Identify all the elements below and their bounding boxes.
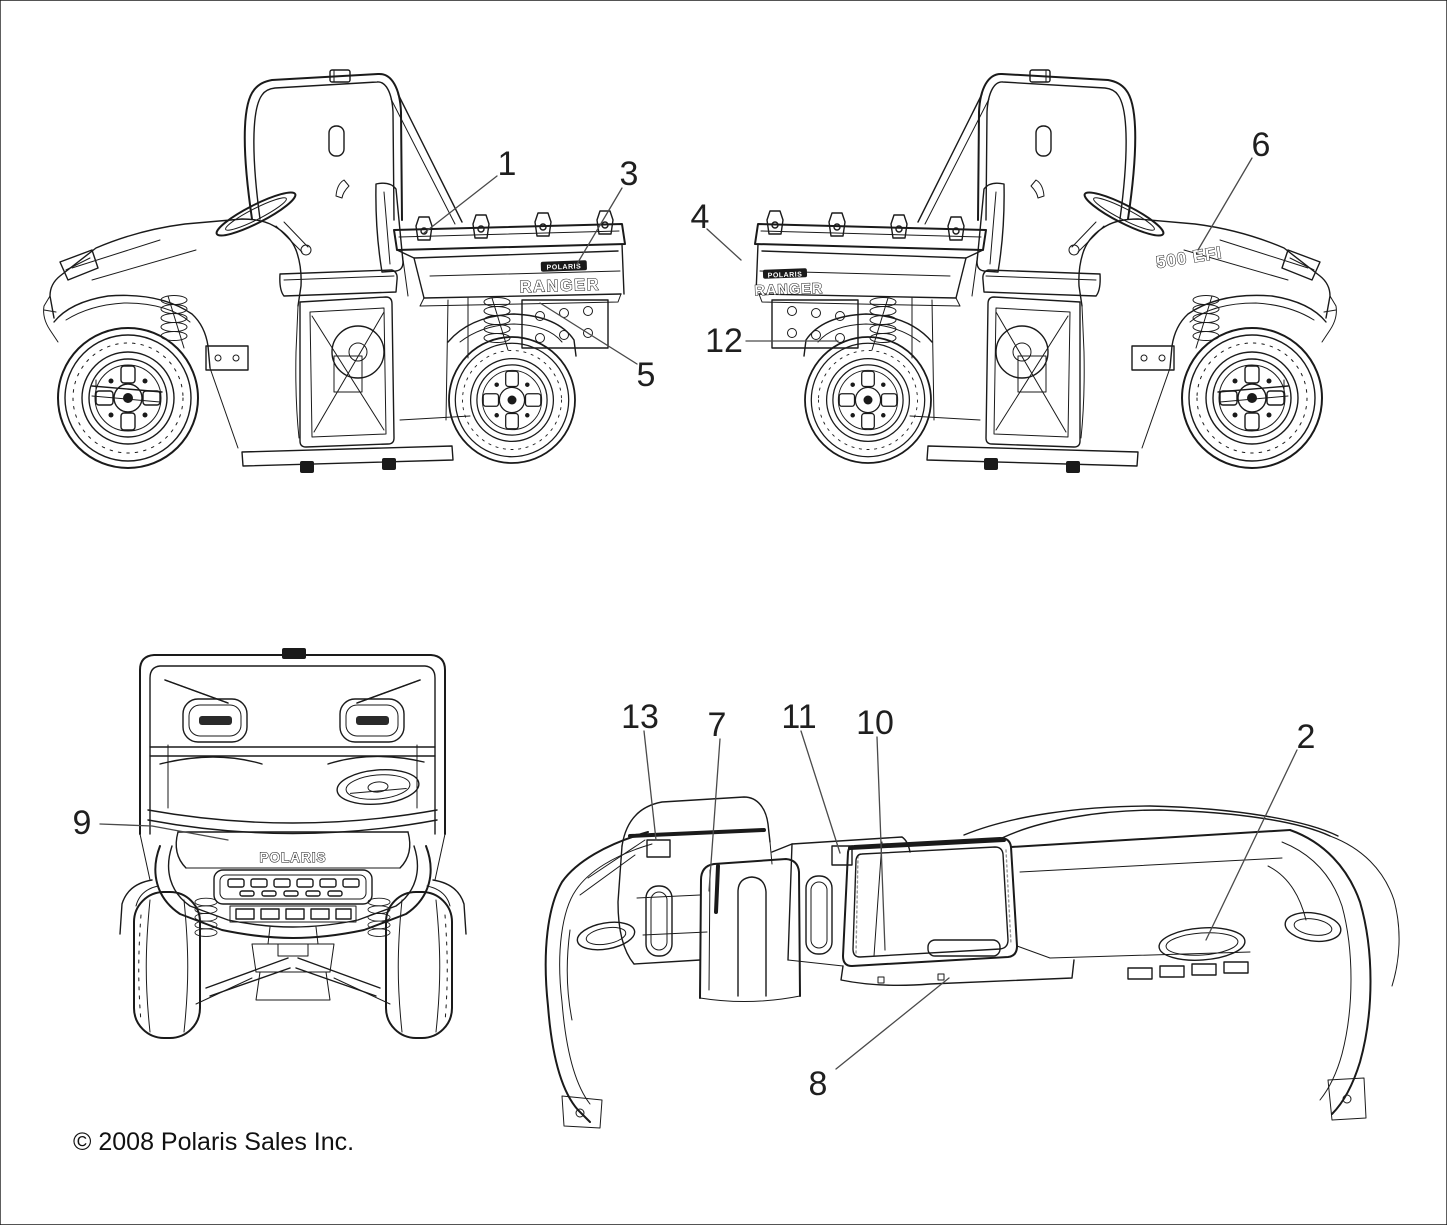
front-view-illustration <box>119 648 467 1039</box>
left-box-brand-text: POLARIS <box>546 263 581 271</box>
callouts: 1 3 5 4 6 12 9 13 <box>73 126 1316 1103</box>
decal-2-location <box>1158 927 1246 961</box>
decal-13-location <box>646 839 671 858</box>
front-hood-brand-decal: POLARIS <box>259 850 326 865</box>
callout-13[interactable]: 13 <box>621 698 659 841</box>
right-panel-vents <box>1127 961 1249 980</box>
callout-11-number[interactable]: 11 <box>781 698 816 736</box>
callout-9[interactable]: 9 <box>73 804 229 842</box>
callout-3[interactable]: 3 <box>576 155 639 265</box>
callout-8-number[interactable]: 8 <box>809 1065 828 1103</box>
callout-1-number[interactable]: 1 <box>498 145 517 183</box>
right-side-view-illustration <box>755 70 1336 473</box>
dash-assembly-illustration <box>544 796 1400 1129</box>
right-box-brand-text: POLARIS <box>768 271 803 279</box>
left-box-brand-decal: POLARIS <box>540 260 587 272</box>
copyright-notice: © 2008 Polaris Sales Inc. <box>73 1128 354 1156</box>
callout-9-number[interactable]: 9 <box>73 804 92 842</box>
engine-size-decal: 500 EFI <box>1155 243 1224 272</box>
left-fender-cup-recess <box>576 921 636 951</box>
grille-slots <box>227 878 360 897</box>
decal-11-location <box>831 845 853 866</box>
callout-12-number[interactable]: 12 <box>705 322 743 360</box>
callout-3-number[interactable]: 3 <box>620 155 639 193</box>
callout-4-number[interactable]: 4 <box>691 198 710 236</box>
callout-10-number[interactable]: 10 <box>856 704 894 742</box>
callout-7-number[interactable]: 7 <box>708 706 727 744</box>
callout-13-number[interactable]: 13 <box>621 698 659 736</box>
callout-5[interactable]: 5 <box>539 302 656 394</box>
right-box-model-decal: RANGER <box>754 281 823 299</box>
callout-2-number[interactable]: 2 <box>1297 718 1316 756</box>
callout-12[interactable]: 12 <box>705 322 839 360</box>
callout-8[interactable]: 8 <box>809 977 950 1103</box>
callout-6[interactable]: 6 <box>1197 126 1271 251</box>
callout-6-number[interactable]: 6 <box>1252 126 1271 164</box>
callout-5-number[interactable]: 5 <box>637 356 656 394</box>
cage-top-clamp <box>282 648 306 659</box>
left-box-model-decal: RANGER <box>519 276 600 297</box>
right-box-brand-decal: POLARIS <box>762 268 808 280</box>
callout-4[interactable]: 4 <box>691 198 742 261</box>
callout-11[interactable]: 11 <box>781 698 841 854</box>
callout-2[interactable]: 2 <box>1205 718 1316 941</box>
left-side-view-illustration <box>44 70 625 473</box>
callout-1[interactable]: 1 <box>423 145 517 234</box>
callout-10[interactable]: 10 <box>856 704 894 951</box>
callout-7[interactable]: 7 <box>708 706 727 892</box>
decal-texts: POLARIS RANGER POLARIS RANGER 500 EFI PO… <box>259 242 1224 865</box>
